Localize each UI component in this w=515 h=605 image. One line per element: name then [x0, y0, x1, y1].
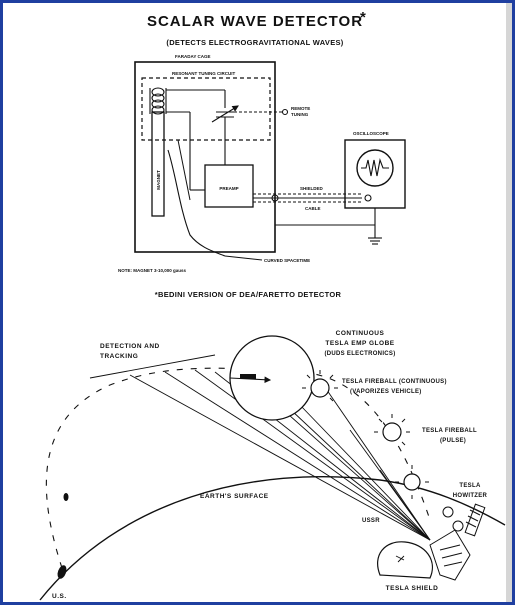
magnet-label: MAGNET	[156, 170, 161, 190]
shielded-label: SHIELDED	[300, 186, 324, 191]
tuning-capacitor-icon	[166, 89, 239, 191]
remote-tuning-knob-icon	[281, 108, 289, 116]
waveform-icon	[361, 157, 389, 177]
fireball-pulse-label-2: (PULSE)	[440, 438, 466, 444]
preamp-box	[204, 164, 254, 208]
fireball-cont-label-1: TESLA FIREBALL (CONTINUOUS)	[342, 379, 447, 385]
fireball-lower-rays	[395, 465, 429, 499]
warhead-in-globe-icon	[240, 374, 256, 379]
emp-label-3: (DUDS ELECTRONICS)	[324, 351, 395, 357]
ground-icon	[275, 208, 382, 245]
magnet-bar	[151, 111, 165, 217]
coil-icon	[149, 87, 167, 115]
missile-trajectory	[45, 367, 431, 569]
missile-icon	[63, 493, 69, 501]
emp-label-2: TESLA EMP GLOBE	[325, 340, 394, 347]
fireball-pulse-icon	[382, 422, 402, 442]
magnet-note: NOTE: MAGNET 3-10,000 gauss	[118, 268, 187, 273]
resonant-tuning-label: RESONANT TUNING CIRCUIT	[172, 71, 235, 76]
howitzer-label-2: HOWITZER	[453, 493, 488, 499]
earth-surface-label: EARTH'S SURFACE	[200, 493, 269, 500]
fireball-cont-label-2: (VAPORIZES VEHICLE)	[350, 389, 422, 395]
fireball-pulse-rays	[374, 414, 410, 446]
curved-spacetime-leader	[224, 255, 263, 261]
howitzer-label-1: TESLA	[459, 483, 481, 489]
howitzer-icon	[442, 503, 486, 537]
faraday-cage-label: FARADAY CAGE	[175, 54, 211, 59]
shielded-cable	[253, 193, 372, 203]
detection-label-2: TRACKING	[100, 353, 138, 360]
emp-label-1: CONTINUOUS	[336, 330, 385, 337]
oscilloscope-screen-icon	[356, 149, 394, 187]
fireball-pulse-label-1: TESLA FIREBALL	[422, 428, 477, 434]
detector-footnote: *BEDINI VERSION OF DEA/FARETTO DETECTOR	[155, 290, 342, 299]
tesla-shield-label: TESLA SHIELD	[386, 585, 439, 592]
tesla-shield-marks	[395, 555, 405, 563]
ussr-label: USSR	[362, 518, 380, 524]
curved-spacetime-line	[167, 149, 226, 257]
curved-spacetime-label: CURVED SPACETIME	[264, 258, 310, 263]
resonant-tuning-circuit-box	[141, 77, 271, 141]
remote-tuning-label-2: TUNING	[291, 112, 309, 117]
detector-title: SCALAR WAVE DETECTOR	[147, 13, 363, 30]
fireball-lower-icon	[403, 473, 421, 491]
ground-installation-icon	[429, 529, 471, 581]
spacetime-ray	[177, 139, 191, 201]
faraday-cage-box	[134, 61, 276, 253]
scrollbar[interactable]	[506, 3, 512, 602]
missile-launch-icon	[57, 565, 67, 579]
tesla-shield-icon	[377, 541, 433, 579]
earth-surface-curve	[39, 475, 506, 601]
us-label: U.S.	[52, 593, 67, 600]
detector-title-mark: *	[360, 9, 367, 26]
detector-subtitle: (DETECTS ELECTROGRAVITATIONAL WAVES)	[166, 38, 343, 47]
remote-tuning-label-1: REMOTE	[291, 106, 310, 111]
oscilloscope-label: OSCILLOSCOPE	[353, 131, 389, 136]
tracking-fan-lines	[89, 354, 431, 541]
detection-label-1: DETECTION AND	[100, 343, 160, 350]
fireball-continuous-rays	[302, 370, 338, 402]
fireball-continuous-icon	[310, 378, 330, 398]
cable-label: CABLE	[305, 206, 321, 211]
preamp-label: PREAMP	[219, 186, 238, 191]
